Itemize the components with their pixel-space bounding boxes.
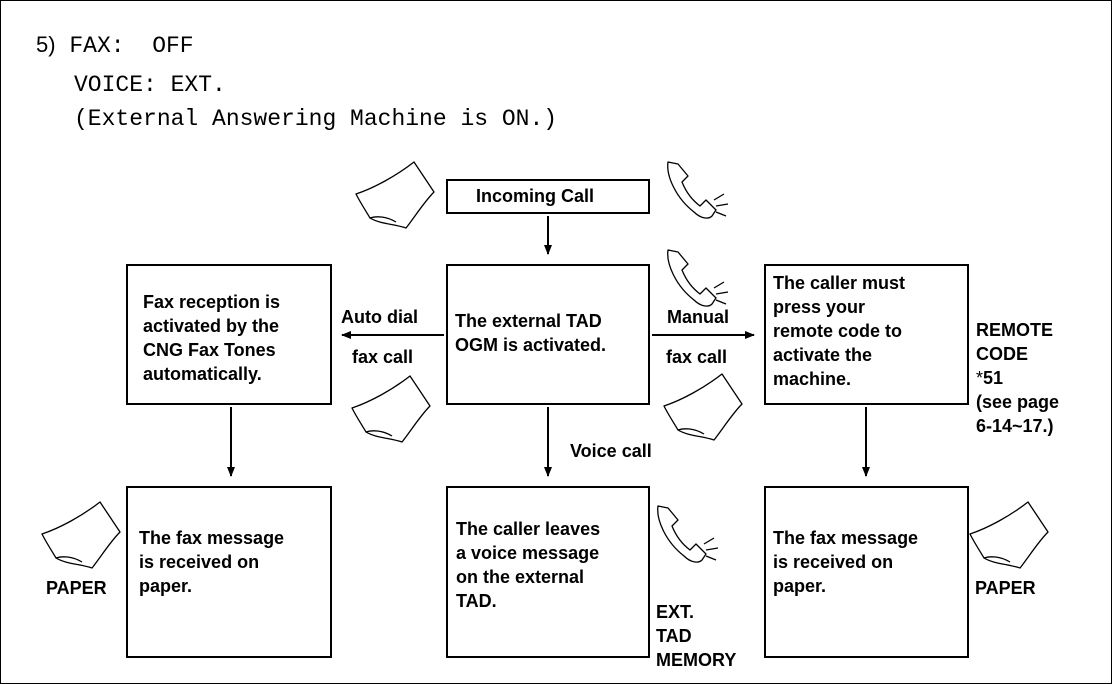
phone-icon-top (667, 161, 729, 219)
right-result-text: The fax message is received on paper. (773, 528, 919, 596)
incoming-call-box (446, 179, 650, 214)
right-activation-box (764, 264, 969, 405)
phone-icon-upper-right (667, 249, 729, 307)
phone-icon-lower-center (657, 505, 719, 563)
remote-code-value: 51 (983, 368, 1004, 388)
step-header-line1: 5) FAX: OFF (36, 30, 194, 61)
voice-setting: VOICE: EXT. (74, 72, 226, 98)
step-number: 5) (36, 32, 56, 57)
ext-tad-memory-label: EXT. TAD MEMORY (656, 602, 737, 670)
manual-label-line1: Manual (667, 307, 730, 327)
external-machine-status: (External Answering Machine is ON.) (74, 106, 558, 132)
paper-label-left: PAPER (46, 578, 107, 598)
incoming-call-text: Incoming Call (476, 186, 595, 206)
voice-call-label: Voice call (570, 441, 652, 461)
center-result-box (446, 486, 650, 658)
left-activation-text: Fax reception is activated by the CNG Fa… (143, 292, 281, 384)
center-activation-text: The external TAD OGM is activated. (455, 311, 607, 355)
remote-code-star: * (976, 368, 984, 388)
center-activation-box (446, 264, 650, 405)
paper-label-right: PAPER (975, 578, 1036, 598)
fax-setting: FAX: OFF (69, 33, 194, 59)
manual-label-line2: fax call (666, 347, 728, 367)
paper-icon-left-bottom (41, 501, 121, 569)
auto-dial-label-line1: Auto dial (341, 307, 418, 327)
paper-icon-right-mid (663, 373, 743, 441)
remote-code-label: REMOTE CODE (976, 320, 1054, 364)
paper-icon-right-bottom (969, 501, 1049, 569)
remote-code-value-line: *51 (976, 366, 1003, 390)
right-result-box (764, 486, 969, 658)
paper-icon-top (355, 161, 435, 229)
right-activation-text: The caller must press your remote code t… (773, 273, 906, 389)
left-activation-box (126, 264, 332, 405)
see-page-note: (see page 6-14~17.) (976, 392, 1060, 436)
left-result-box (126, 486, 332, 658)
center-result-text: The caller leaves a voice message on the… (456, 519, 601, 611)
auto-dial-label-line2: fax call (352, 347, 414, 367)
paper-icon-left-mid (351, 375, 431, 443)
left-result-text: The fax message is received on paper. (139, 528, 285, 596)
